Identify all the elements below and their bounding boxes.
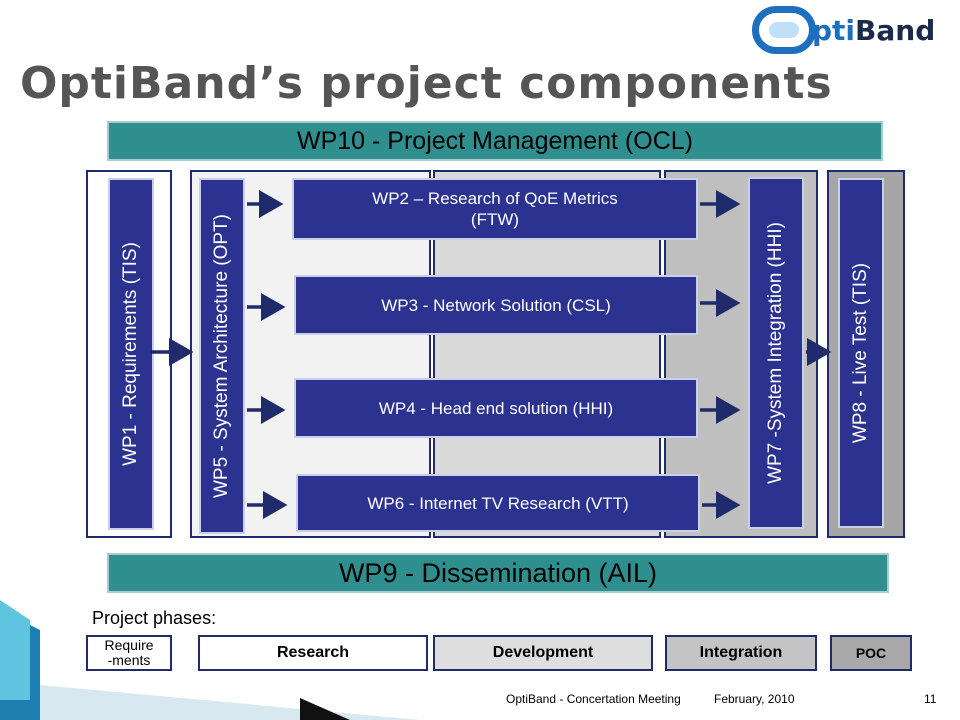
phase-poc-label: POC	[855, 645, 887, 661]
wp7-box: WP7 -System Integration (HHI)	[748, 177, 804, 529]
wp4-label: WP4 - Head end solution (HHI)	[378, 398, 614, 418]
wp6-label: WP6 - Internet TV Research (VTT)	[367, 493, 629, 513]
phase-research-label: Research	[276, 644, 350, 661]
phase-development-label: Development	[492, 644, 594, 661]
wp5-box: WP5 - System Architecture (OPT)	[199, 178, 245, 534]
wp3-box: WP3 - Network Solution (CSL)	[294, 275, 698, 335]
wp3-label: WP3 - Network Solution (CSL)	[381, 295, 611, 315]
wp2-label-line1: WP2 – Research of QoE Metrics	[372, 189, 618, 208]
page-number: 11	[924, 692, 937, 706]
wp2-label-line2: (FTW)	[470, 210, 520, 229]
logo-o-ring-icon	[752, 6, 816, 54]
phase-integration-label: Integration	[699, 644, 783, 661]
wp1-box: WP1 - Requirements (TIS)	[108, 178, 154, 530]
logo-text: ptiBand	[812, 14, 936, 47]
wp6-box: WP6 - Internet TV Research (VTT)	[296, 474, 700, 532]
corner-decoration	[0, 600, 420, 720]
project-phases-label: Project phases:	[92, 608, 217, 628]
wp4-box: WP4 - Head end solution (HHI)	[294, 378, 698, 438]
phase-research: Research	[198, 635, 428, 671]
phase-requirements: Require -ments	[86, 635, 172, 671]
page-title: OptiBand’s project components	[20, 58, 833, 109]
wp8-box: WP8 - Live Test (TIS)	[838, 178, 884, 528]
phase-poc: POC	[830, 635, 912, 671]
wp2-box: WP2 – Research of QoE Metrics (FTW)	[292, 178, 698, 240]
phase-requirements-line1: Require	[104, 637, 154, 653]
phase-requirements-line2: -ments	[107, 652, 151, 668]
wp9-label: WP9 - Dissemination (AIL)	[338, 557, 658, 588]
footer-left: OptiBand - Concertation Meeting	[506, 692, 681, 706]
wp10-bar: WP10 - Project Management (OCL)	[107, 121, 883, 161]
phase-development: Development	[433, 635, 653, 671]
optiband-logo: ptiBand	[752, 6, 952, 54]
wp10-label: WP10 - Project Management (OCL)	[297, 126, 693, 155]
phase-integration: Integration	[665, 635, 817, 671]
footer-date: February, 2010	[714, 692, 795, 706]
wp9-bar: WP9 - Dissemination (AIL)	[107, 553, 889, 593]
